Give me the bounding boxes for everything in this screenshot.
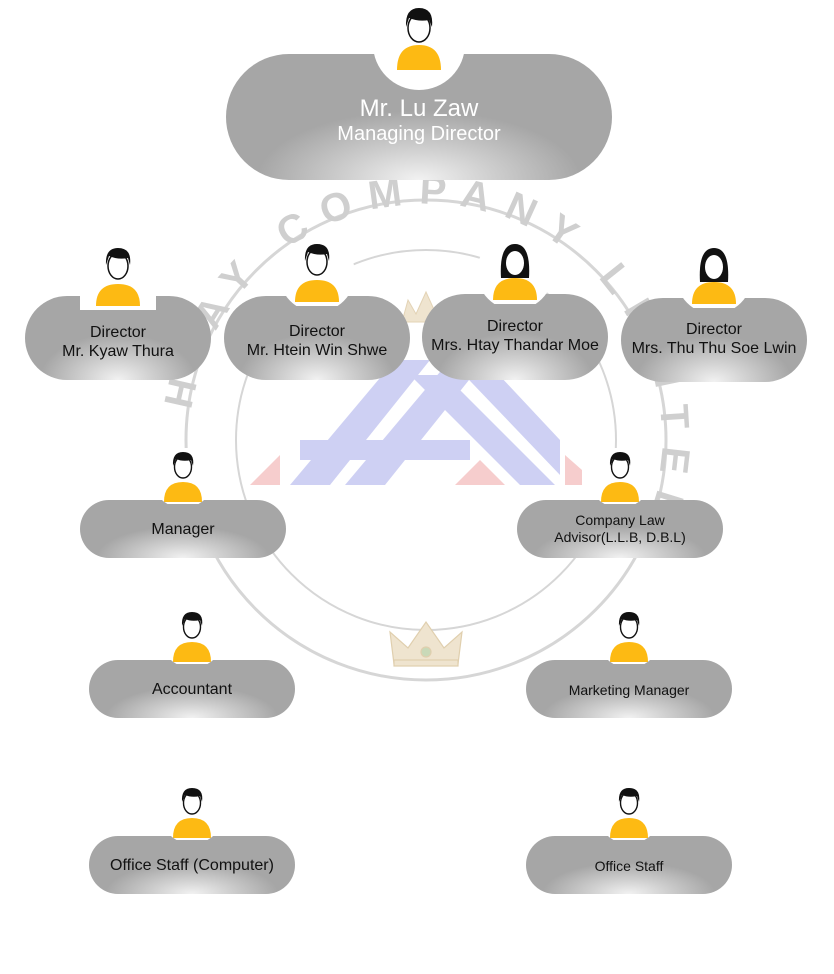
node-office-staff-computer[interactable]: Office Staff (Computer) [89, 784, 295, 894]
office-staff-box: Office Staff [526, 836, 732, 894]
male-person-icon [597, 784, 661, 840]
male-person-icon [373, 0, 465, 92]
watermark-outer-ring [184, 198, 668, 682]
male-person-icon [279, 238, 355, 306]
watermark-crown-bottom [389, 620, 463, 667]
director-name: Mr. Htein Win Shwe [246, 342, 388, 359]
node-manager[interactable]: Manager [80, 448, 286, 558]
node-director-htein-win-shwe[interactable]: Director Mr. Htein Win Shwe [224, 238, 410, 380]
male-person-icon [588, 448, 652, 504]
male-person-icon [160, 784, 224, 840]
watermark-hth-mark [250, 360, 582, 485]
company-law-advisor-box: Company Law Advisor(L.L.B, D.B.L) [517, 500, 723, 558]
node-director-htay-thandar-moe[interactable]: Director Mrs. Htay Thandar Moe [422, 236, 608, 380]
male-person-icon [597, 608, 661, 664]
director-box: Director Mrs. Htay Thandar Moe [422, 294, 608, 380]
director-title: Director [89, 324, 146, 342]
office-staff-label: Office Staff [594, 857, 664, 874]
director-title: Director [685, 321, 742, 339]
node-company-law-advisor[interactable]: Company Law Advisor(L.L.B, D.B.L) [517, 448, 723, 558]
node-director-kyaw-thura[interactable]: Director Mr. Kyaw Thura [25, 242, 211, 380]
office-staff-computer-box: Office Staff (Computer) [89, 836, 295, 894]
director-box: Director Mr. Htein Win Shwe [224, 296, 410, 380]
node-marketing-manager[interactable]: Marketing Manager [526, 608, 732, 718]
accountant-box: Accountant [89, 660, 295, 718]
director-name: Mrs. Thu Thu Soe Lwin [631, 340, 797, 357]
node-director-thu-thu-soe-lwin[interactable]: Director Mrs. Thu Thu Soe Lwin [621, 240, 807, 382]
marketing-manager-box: Marketing Manager [526, 660, 732, 718]
node-managing-director[interactable]: Mr. Lu Zaw Managing Director [226, 0, 612, 180]
manager-label: Manager [151, 520, 215, 538]
male-person-icon [80, 242, 156, 310]
director-title: Director [288, 323, 345, 341]
node-accountant[interactable]: Accountant [89, 608, 295, 718]
office-staff-computer-label: Office Staff (Computer) [110, 856, 274, 874]
male-person-icon [160, 608, 224, 664]
managing-director-title: Managing Director [337, 123, 501, 146]
managing-director-name: Mr. Lu Zaw [359, 95, 479, 123]
manager-box: Manager [80, 500, 286, 558]
female-person-icon [477, 236, 553, 304]
node-office-staff[interactable]: Office Staff [526, 784, 732, 894]
director-name: Mrs. Htay Thandar Moe [431, 337, 599, 354]
company-law-advisor-line2: Advisor(L.L.B, D.B.L) [554, 529, 686, 545]
male-person-icon [151, 448, 215, 504]
marketing-manager-label: Marketing Manager [568, 681, 690, 698]
director-box: Director Mr. Kyaw Thura [25, 296, 211, 380]
company-law-advisor-line1: Company Law [575, 512, 665, 529]
accountant-label: Accountant [151, 680, 233, 698]
director-title: Director [486, 318, 543, 336]
director-box: Director Mrs. Thu Thu Soe Lwin [621, 298, 807, 382]
female-person-icon [676, 240, 752, 308]
director-name: Mr. Kyaw Thura [62, 343, 174, 360]
